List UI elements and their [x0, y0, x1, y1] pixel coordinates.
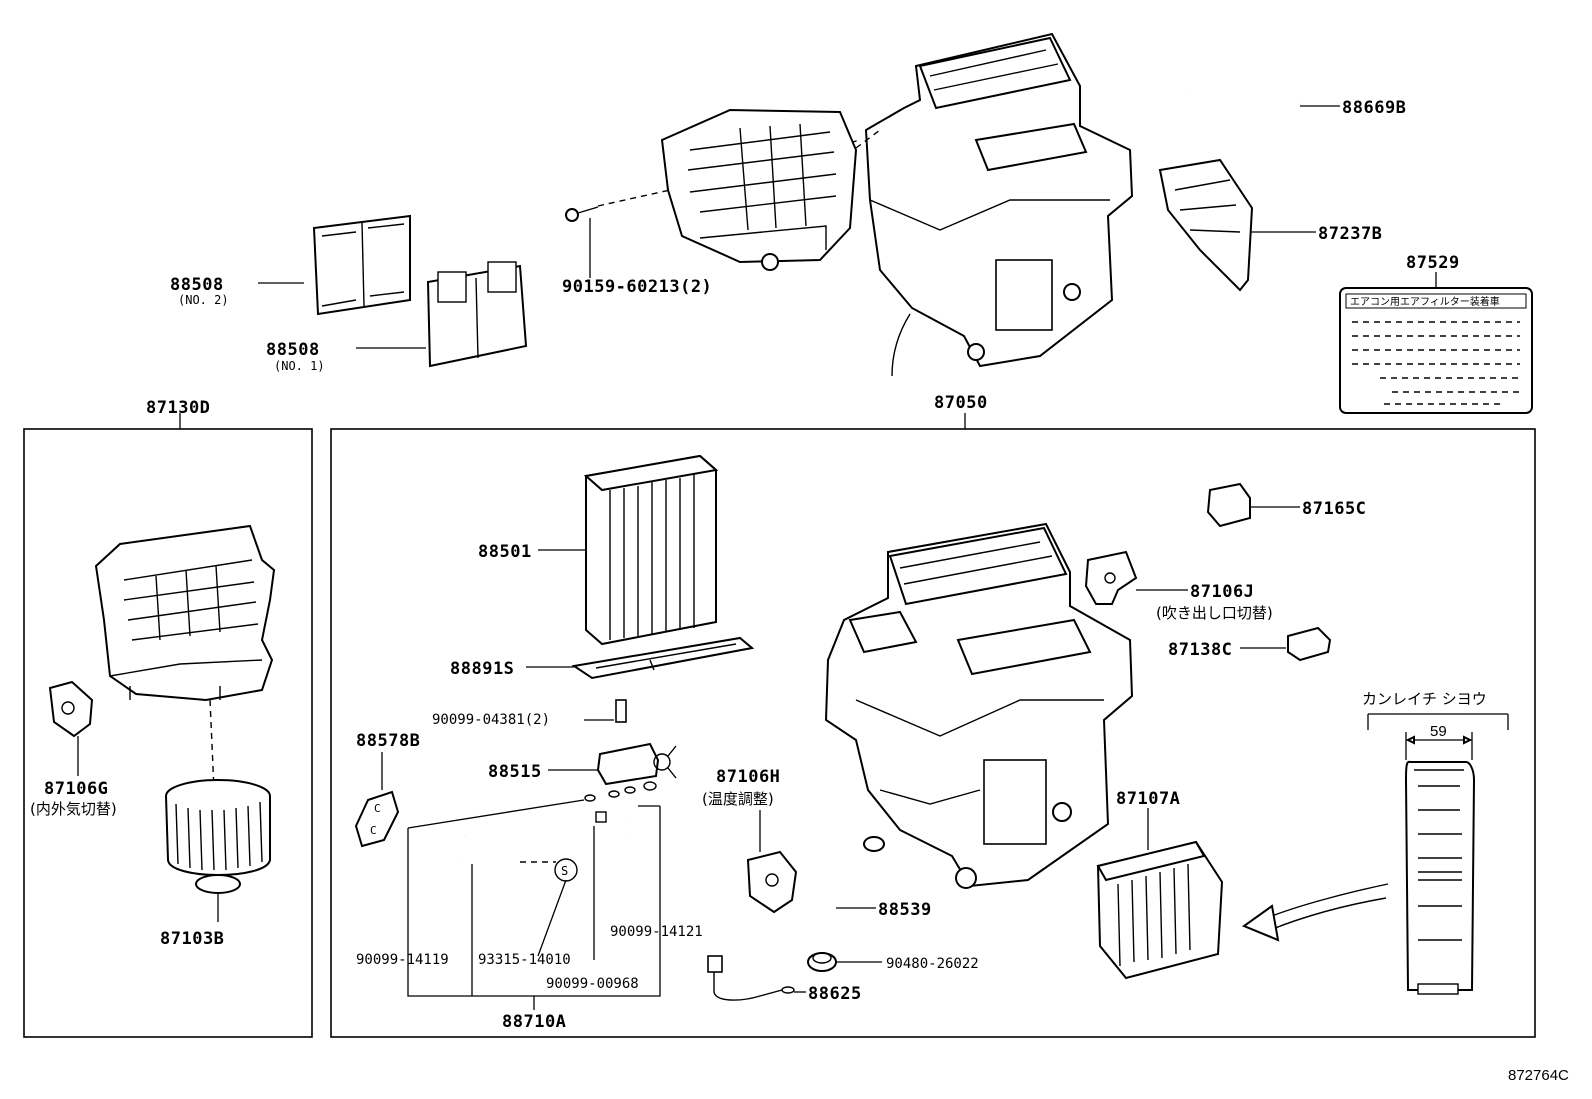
heater-core-cold-spec-part — [1404, 760, 1476, 995]
label-90099-04381: 90099-04381(2) — [432, 712, 550, 728]
label-88625: 88625 — [808, 984, 862, 1004]
caution-label-87529-part: エアコン用エアフィルター装着車 — [1339, 287, 1533, 414]
label-88501: 88501 — [478, 542, 532, 562]
grommet-90480-part — [807, 952, 837, 972]
tray-88891S-part — [571, 636, 755, 680]
o-ring-part — [584, 781, 657, 802]
label-87106G: 87106G — [44, 779, 108, 799]
label-88508-no2: 88508 — [170, 275, 224, 295]
label-kanreichi: カンレイチ シヨウ — [1362, 690, 1487, 708]
part-87165C — [1206, 482, 1251, 528]
label-87529: 87529 — [1406, 253, 1460, 273]
label-87106J: 87106J — [1190, 582, 1254, 602]
filter-88508-no2-part — [312, 214, 411, 316]
label-88891S: 88891S — [450, 659, 514, 679]
direction-arrow-icon — [1241, 883, 1389, 942]
label-87106G-sub: (内外気切替) — [30, 800, 117, 818]
label-88578B: 88578B — [356, 731, 420, 751]
label-87237B: 87237B — [1318, 224, 1382, 244]
part-87138C — [1287, 626, 1332, 662]
label-88539: 88539 — [878, 900, 932, 920]
expansion-valve-88515-part — [596, 742, 677, 786]
assembly-frame-87050 — [330, 428, 1536, 1038]
label-88508-no2-sub: (NO. 2) — [178, 293, 229, 307]
label-90480-26022: 90480-26022 — [886, 956, 979, 972]
hvac-unit-top-part — [864, 32, 1134, 377]
label-87107A: 87107A — [1116, 789, 1180, 809]
heater-core-87107A-part — [1096, 840, 1224, 980]
svg-text:C: C — [374, 802, 381, 815]
servo-87106H-part — [746, 850, 798, 914]
label-87165C: 87165C — [1302, 499, 1366, 519]
label-sheet-header: エアコン用エアフィルター装着車 — [1350, 295, 1500, 308]
servo-87106G-part — [48, 680, 94, 738]
label-87106H-sub: (温度調整) — [702, 790, 774, 808]
label-87106H: 87106H — [716, 767, 780, 787]
label-90099-00968: 90099-00968 — [546, 976, 639, 992]
screw-90159-part — [565, 206, 599, 222]
blower-housing-top-part — [660, 108, 858, 271]
svg-text:S: S — [561, 864, 568, 878]
tube-88710A-part: S — [459, 811, 632, 902]
label-87138C: 87138C — [1168, 640, 1232, 660]
packing-88578B-part: C C — [354, 790, 400, 848]
label-90159-60213: 90159-60213(2) — [562, 277, 712, 297]
servo-87106J-part — [1084, 550, 1138, 605]
hose-88669B-part — [1185, 93, 1302, 129]
label-88669B: 88669B — [1342, 98, 1406, 118]
label-87103B: 87103B — [160, 929, 224, 949]
label-93315-14010: 93315-14010 — [478, 952, 571, 968]
duct-87237B-part — [1158, 158, 1254, 292]
label-dim-59: 59 — [1430, 723, 1447, 740]
label-90099-14121: 90099-14121 — [610, 924, 703, 940]
fan-87103B-part — [165, 779, 271, 894]
label-88515: 88515 — [488, 762, 542, 782]
svg-text:C: C — [370, 824, 377, 837]
label-88508-no1: 88508 — [266, 340, 320, 360]
hvac-unit-main-part — [824, 522, 1134, 889]
assembly-frame-87130D — [23, 428, 313, 1038]
label-87050: 87050 — [934, 393, 988, 413]
label-88710A: 88710A — [502, 1012, 566, 1032]
label-90099-14119: 90099-14119 — [356, 952, 449, 968]
label-88508-no1-sub: (NO. 1) — [274, 359, 325, 373]
blower-case-87130D-part — [94, 524, 276, 702]
sensor-88625-part — [707, 955, 795, 1001]
label-87130D: 87130D — [146, 398, 210, 418]
filter-88508-no1-part — [426, 261, 528, 368]
reference-code: 872764C — [1508, 1067, 1569, 1084]
label-87106J-sub: (吹き出し口切替) — [1156, 604, 1273, 622]
evaporator-88501-part — [583, 454, 719, 646]
bolt-90099-04381-part — [615, 699, 627, 723]
drain-hose-88539-part — [827, 836, 885, 931]
